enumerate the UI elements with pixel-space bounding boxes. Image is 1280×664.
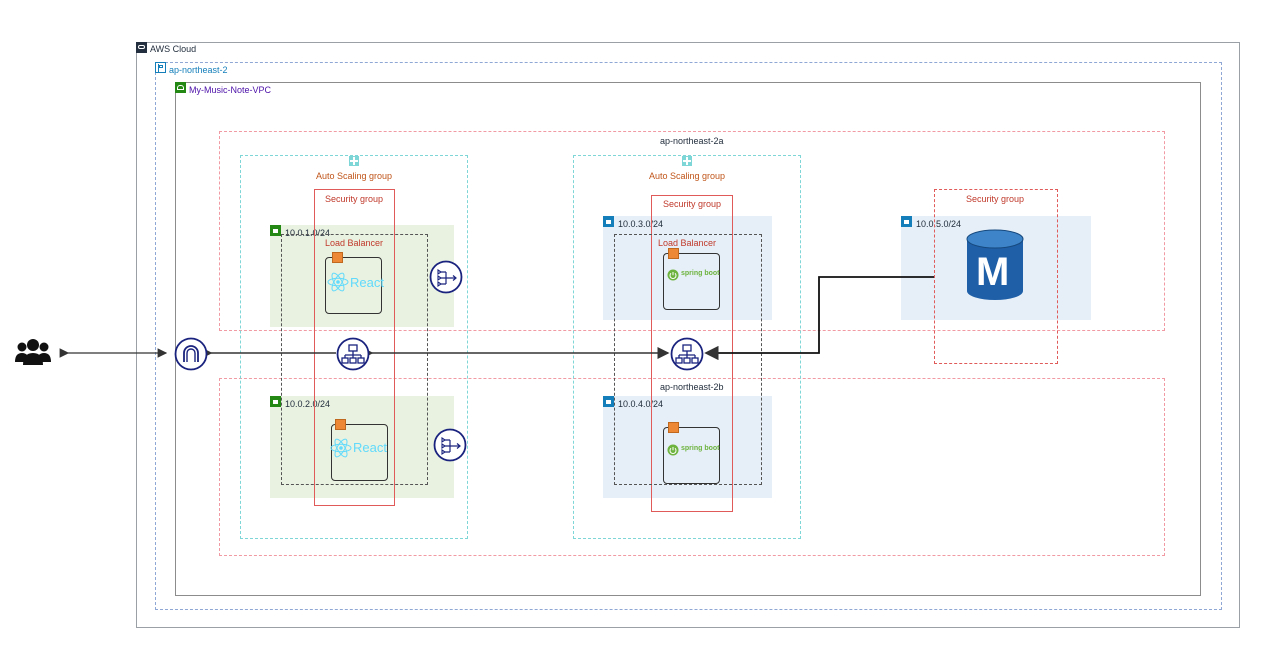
vpc-icon [175,82,186,93]
database-icon [965,229,1025,301]
users-icon [14,338,52,366]
ec2-instance-icon [332,252,343,263]
load-balancer-icon [670,337,704,371]
az-2a-frame [219,131,1165,331]
asg-icon [682,156,692,166]
react-logo-icon [330,438,352,458]
spring-logo-icon [667,443,679,456]
subnet-lock-icon [270,396,281,407]
spring-label: spring boot [681,445,720,452]
spring-label: spring boot [681,270,720,277]
nat-gateway-icon [433,428,467,462]
asg-icon [349,156,359,166]
region-frame [155,62,1222,610]
spring-logo-icon [667,268,679,281]
subnet-lock-icon [603,396,614,407]
react-logo-icon [327,272,349,292]
ec2-instance-icon [668,248,679,259]
security-group-label: Security group [325,194,384,204]
subnet-10-0-4-0 [603,396,772,498]
aws-cloud-frame [136,42,1240,628]
ec2-instance-icon [335,419,346,430]
subnet-cidr: 10.0.5.0/24 [916,219,962,229]
load-balancer-frontend-box [281,234,428,485]
subnet-lock-icon [270,225,281,236]
load-balancer-label: Load Balancer [325,238,384,248]
subnet-10-0-1-0 [270,225,454,327]
az-2a-label: ap-northeast-2a [660,136,724,146]
region-flag-icon [155,62,166,73]
aws-cloud-label: AWS Cloud [150,44,197,54]
asg-label: Auto Scaling group [316,171,393,181]
security-group-label: Security group [966,194,1025,204]
load-balancer-label: Load Balancer [658,238,717,248]
nat-gateway-icon [429,260,463,294]
asg-label: Auto Scaling group [649,171,726,181]
subnet-10-0-2-0 [270,396,454,498]
region-label: ap-northeast-2 [169,65,228,75]
subnet-cidr: 10.0.3.0/24 [618,219,664,229]
react-instance-card [331,424,388,481]
subnet-lock-icon [901,216,912,227]
spring-instance-card [663,253,720,310]
ec2-instance-icon [668,422,679,433]
react-label: React [350,275,384,290]
load-balancer-icon [336,337,370,371]
subnet-lock-icon [603,216,614,227]
az-2b-frame [219,378,1165,556]
internet-gateway-icon [174,337,208,371]
react-label: React [353,440,387,455]
security-group-database [934,189,1058,364]
database-letter: M [976,250,1010,294]
subnet-cidr: 10.0.4.0/24 [618,399,664,409]
vpc-frame [175,82,1201,596]
spring-instance-card [663,427,720,484]
aws-cloud-icon [136,42,147,53]
load-balancer-backend-box [614,234,762,485]
subnet-cidr: 10.0.1.0/24 [285,228,331,238]
az-2b-label: ap-northeast-2b [660,382,724,392]
react-instance-card [325,257,382,314]
subnet-cidr: 10.0.2.0/24 [285,399,331,409]
security-group-label: Security group [663,199,722,209]
subnet-10-0-3-0 [603,216,772,320]
vpc-label: My-Music-Note-VPC [189,85,272,95]
